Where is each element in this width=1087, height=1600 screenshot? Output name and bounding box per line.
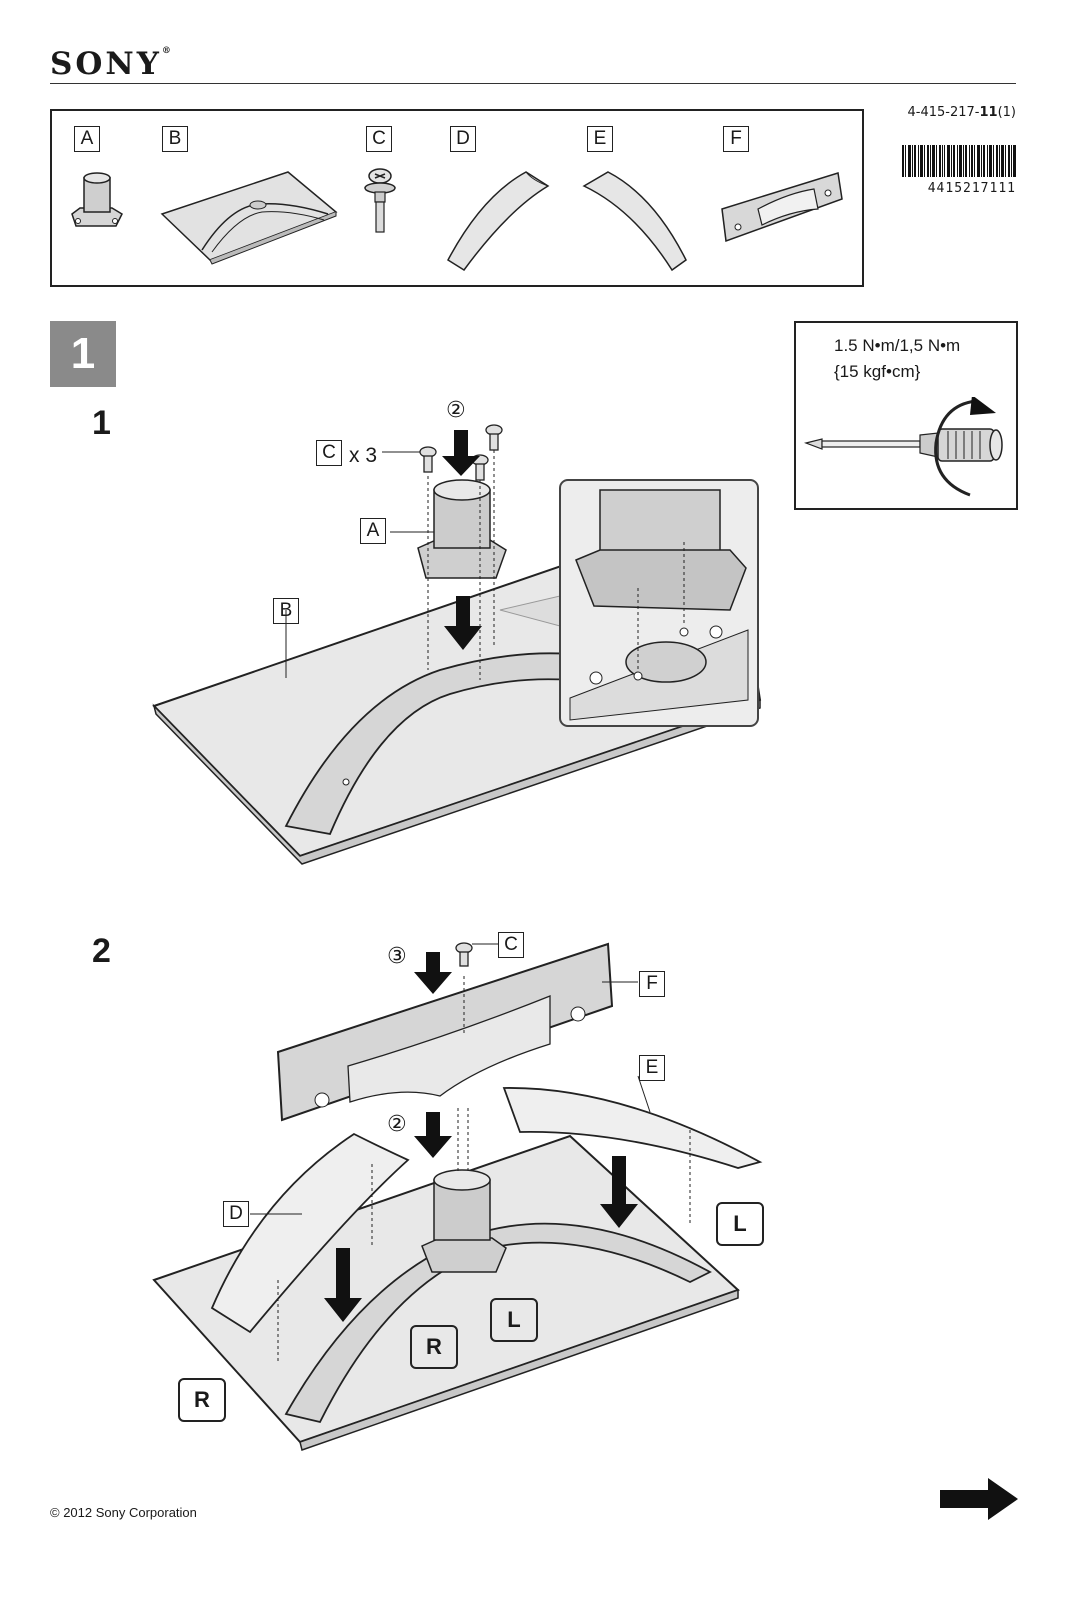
label-e: E: [639, 1055, 665, 1081]
screw-label-c: C: [316, 440, 342, 466]
tag-r-left: R: [178, 1378, 226, 1422]
left-arm-icon: [447, 171, 550, 272]
screw-icon: [364, 168, 396, 233]
next-page-arrow-icon[interactable]: [940, 1478, 1018, 1520]
tag-r-mid: R: [410, 1325, 458, 1369]
step-number: 1: [50, 321, 116, 387]
part-number: 4-415-217-11(1): [907, 105, 1017, 120]
part-label-e: E: [587, 126, 613, 152]
sony-logo: SONY®: [50, 46, 171, 82]
callout-2: ②: [446, 398, 466, 423]
tag-l-mid: L: [490, 1298, 538, 1342]
step1-assembly-diagram: [152, 424, 762, 865]
stand-neck-icon: [71, 172, 123, 227]
bracket-icon: [721, 172, 843, 243]
part-label-f: F: [723, 126, 749, 152]
barcode-icon: [902, 145, 1016, 177]
screw-count: x 3: [349, 444, 378, 467]
substep-2-number: 2: [92, 932, 111, 970]
torque-kgf: {15 kgf•cm}: [834, 362, 921, 381]
part-label-b: B: [162, 126, 188, 152]
right-arm-icon: [582, 171, 687, 272]
callout-2b: ②: [387, 1112, 407, 1137]
label-d: D: [223, 1201, 249, 1227]
torque-spec: 1.5 N•m/1,5 N•m {15 kgf•cm}: [834, 333, 960, 385]
base-plate-icon: [160, 171, 338, 265]
barcode-digits: 4415217111: [927, 181, 1016, 196]
label-a: A: [360, 518, 386, 544]
label-b: B: [273, 598, 299, 624]
label-f: F: [639, 971, 665, 997]
part-label-d: D: [450, 126, 476, 152]
label-c2: C: [498, 932, 524, 958]
substep-1-number: 1: [92, 404, 111, 442]
tag-l-right: L: [716, 1202, 764, 1246]
torque-box: 1.5 N•m/1,5 N•m {15 kgf•cm}: [794, 321, 1018, 510]
step2-assembly-diagram: [152, 942, 763, 1451]
screwdriver-icon: [803, 397, 1003, 497]
header-rule: [50, 83, 1016, 84]
copyright: © 2012 Sony Corporation: [50, 1505, 197, 1520]
part-label-c: C: [366, 126, 392, 152]
part-label-a: A: [74, 126, 100, 152]
callout-3: ③: [387, 944, 407, 969]
torque-value: 1.5 N•m/1,5 N•m: [834, 336, 961, 355]
parts-list: A B C D E F: [50, 109, 864, 287]
